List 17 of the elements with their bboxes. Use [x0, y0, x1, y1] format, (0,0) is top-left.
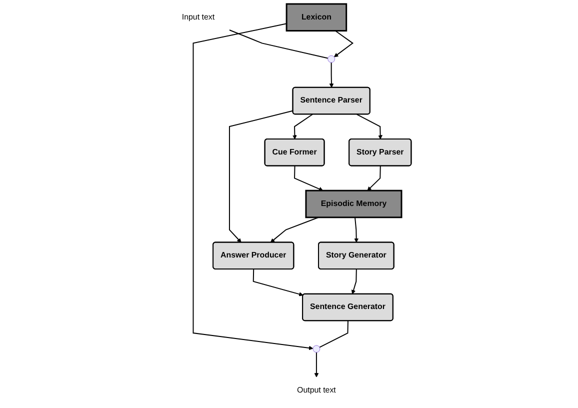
arrow	[354, 216, 358, 243]
connector	[228, 30, 328, 59]
arrow	[294, 166, 324, 192]
node-circle	[312, 345, 320, 353]
arrow	[314, 352, 319, 378]
arrow	[252, 268, 304, 296]
arrow	[356, 114, 382, 140]
node-circle	[328, 55, 335, 63]
arrow	[329, 62, 334, 88]
connector	[318, 320, 348, 348]
arrow	[351, 268, 357, 294]
arrow	[334, 30, 354, 58]
arrow	[270, 216, 319, 243]
arrow	[228, 110, 294, 243]
arrow	[367, 166, 381, 191]
arrow	[192, 23, 314, 350]
arrow	[292, 114, 313, 140]
